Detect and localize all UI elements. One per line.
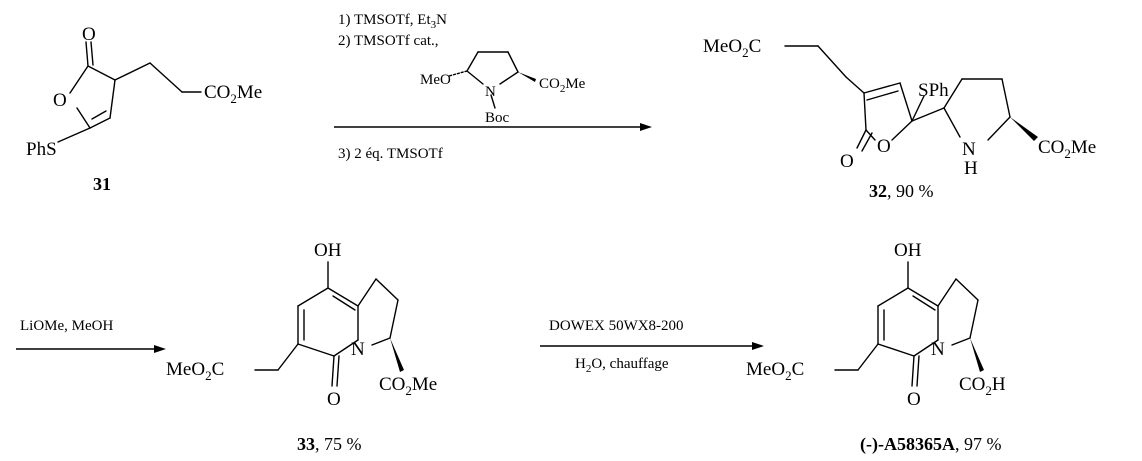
- condition-line: H2O, chauffage: [575, 356, 669, 375]
- group-boc: Boc: [485, 110, 510, 126]
- group-co2me: CO2Me: [204, 82, 262, 106]
- group-meo2c: MeO2C: [166, 359, 224, 383]
- compound-number: 31: [93, 174, 111, 194]
- atom-h: H: [964, 158, 978, 179]
- atom-o: O: [82, 24, 96, 45]
- condition-line: 1) TMSOTf, Et3N: [338, 12, 447, 31]
- atom-o: O: [327, 389, 341, 410]
- atom-n: N: [485, 84, 496, 100]
- compound-a58365a-structure: [834, 261, 984, 387]
- reaction-arrow: [334, 123, 652, 131]
- atom-o: O: [907, 389, 921, 410]
- compound-label: (-)-A58365A, 97 %: [860, 434, 1001, 455]
- atom-o: O: [53, 90, 67, 111]
- compound-label: 33, 75 %: [297, 434, 362, 454]
- compound-33-structure: [254, 261, 404, 387]
- group-oh: OH: [894, 240, 922, 261]
- reaction-arrow: [540, 342, 764, 350]
- atom-o: O: [877, 136, 891, 157]
- group-meo2c: MeO2C: [746, 359, 804, 383]
- atom-o: O: [840, 151, 854, 172]
- compound-31-structure: [57, 41, 202, 143]
- compound-32-structure: [784, 45, 1038, 152]
- group-oh: OH: [314, 240, 342, 261]
- group-meo2c: MeO2C: [703, 36, 761, 60]
- group-sph: SPh: [918, 80, 949, 101]
- atom-phs: PhS: [26, 139, 57, 160]
- condition-line: 2) TMSOTf cat.,: [338, 33, 439, 49]
- group-meo: MeO: [420, 72, 451, 88]
- group-co2me: CO2Me: [1038, 137, 1096, 161]
- atom-n: N: [962, 139, 976, 160]
- group-co2me: CO2Me: [539, 76, 586, 95]
- atom-n: N: [351, 339, 365, 360]
- condition-line: LiOMe, MeOH: [20, 318, 113, 334]
- atom-n: N: [931, 339, 945, 360]
- condition-line: DOWEX 50WX8-200: [549, 318, 684, 334]
- group-co2me: CO2Me: [379, 374, 437, 398]
- reaction-arrow: [16, 345, 166, 353]
- condition-line: 3) 2 éq. TMSOTf: [338, 146, 443, 162]
- group-co2h: CO2H: [959, 374, 1006, 398]
- compound-label: 32, 90 %: [869, 181, 934, 201]
- reagent-structure: [448, 51, 536, 109]
